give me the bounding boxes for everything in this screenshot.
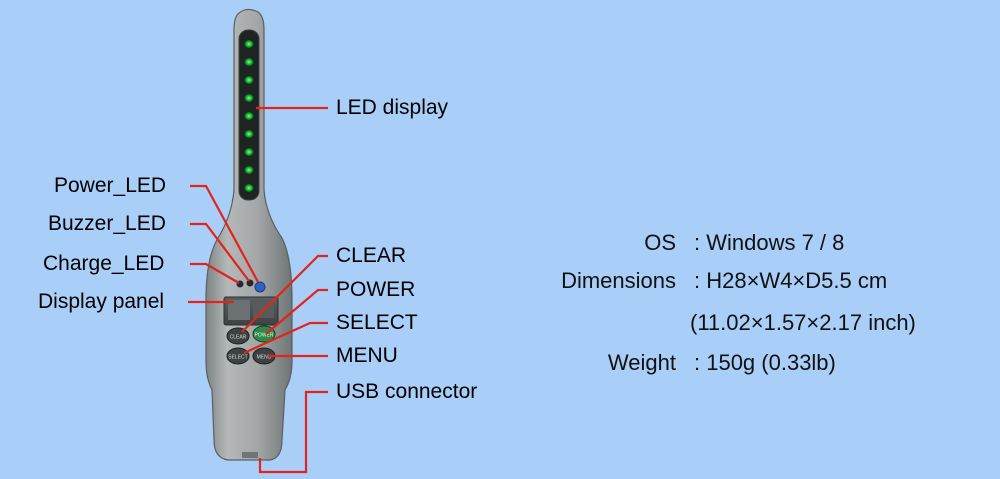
leader-lines bbox=[188, 106, 328, 474]
label-display-panel: Display panel bbox=[38, 290, 165, 313]
leader-select bbox=[243, 321, 328, 355]
device-body bbox=[205, 8, 293, 461]
label-clear: CLEAR bbox=[336, 244, 407, 267]
label-power-led: Power_LED bbox=[54, 174, 167, 197]
label-usb-connector: USB connector bbox=[336, 380, 478, 403]
led-8 bbox=[244, 166, 254, 174]
spec-os-value: : Windows 7 / 8 bbox=[694, 230, 845, 255]
spec-weight-value: : 150g (0.33lb) bbox=[694, 350, 836, 375]
led-3 bbox=[244, 76, 254, 84]
spec-dimensions-value: : H28×W4×D5.5 cm bbox=[694, 268, 888, 293]
svg-text:SELECT: SELECT bbox=[228, 355, 247, 361]
svg-text:CLEAR: CLEAR bbox=[230, 335, 247, 341]
led-7 bbox=[244, 148, 254, 156]
led-2 bbox=[244, 58, 254, 66]
label-menu: MENU bbox=[336, 344, 398, 367]
leader-usb bbox=[258, 390, 328, 474]
power-led bbox=[254, 281, 266, 293]
led-display bbox=[244, 40, 254, 192]
spec-os-key: OS bbox=[644, 230, 676, 255]
usb-connector bbox=[242, 452, 258, 458]
label-led-display: LED display bbox=[336, 96, 449, 119]
svg-text:MENU: MENU bbox=[257, 355, 272, 361]
label-power: POWER bbox=[336, 278, 416, 301]
label-charge-led: Charge_LED bbox=[43, 252, 165, 275]
leader-power-led bbox=[190, 184, 259, 283]
spec-dimensions-value-inch: (11.02×1.57×2.17 inch) bbox=[690, 310, 916, 335]
led-1 bbox=[244, 40, 254, 48]
leader-charge-led bbox=[190, 262, 240, 284]
led-4 bbox=[244, 94, 254, 102]
label-select: SELECT bbox=[336, 311, 418, 334]
spec-weight-key: Weight bbox=[607, 350, 676, 375]
led-9 bbox=[244, 184, 254, 192]
select-button[interactable]: SELECT bbox=[226, 347, 250, 365]
leader-clear bbox=[241, 254, 328, 333]
leader-buzzer-led bbox=[190, 222, 250, 282]
svg-text:POWER: POWER bbox=[255, 333, 274, 339]
display-panel-screen bbox=[228, 300, 250, 320]
label-buzzer-led: Buzzer_LED bbox=[48, 212, 166, 235]
led-6 bbox=[244, 130, 254, 138]
led-5 bbox=[244, 112, 254, 120]
leader-power bbox=[265, 288, 328, 335]
spec-dimensions-key: Dimensions bbox=[561, 268, 676, 293]
clear-button[interactable]: CLEAR bbox=[226, 327, 250, 345]
